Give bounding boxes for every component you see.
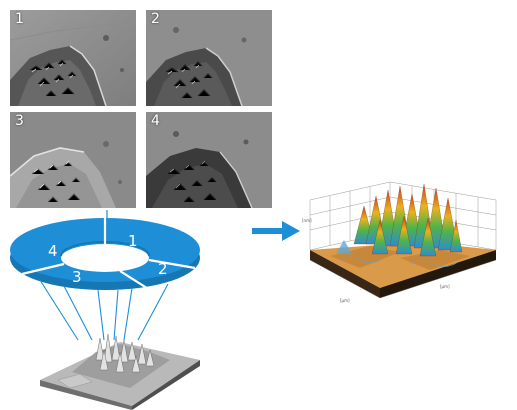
sem-image-3 (10, 112, 136, 208)
sem-image-1 (10, 10, 136, 106)
svg-text:·: · (360, 287, 361, 292)
plot-base-side (380, 250, 496, 298)
ring-segment-2: 2 (158, 260, 168, 278)
sample-surface (40, 333, 200, 410)
plot-axes (309, 259, 497, 299)
detector-diagram: 1 2 3 4 (10, 210, 200, 410)
projection-lines (39, 279, 169, 341)
x-axis-label: [µm] (340, 298, 350, 303)
plot-peaks (353, 183, 463, 257)
ring-hole (61, 244, 149, 272)
svg-text:·: · (460, 269, 461, 274)
svg-text:·: · (400, 289, 401, 294)
ring-segment-3: 3 (72, 268, 82, 286)
ring-separators (21, 218, 196, 291)
sem-panel-1: 1 (10, 10, 136, 106)
axis-ticks: · · · · · · (320, 266, 461, 294)
plot-base-front (310, 250, 380, 298)
sem-image-4 (146, 112, 272, 208)
panel-number-2: 2 (151, 11, 160, 27)
sem-panel-4: 4 (146, 112, 272, 208)
sem-image-2 (146, 10, 272, 106)
topography-3d-plot: · · · · · · [nm] [µm] [µm] (302, 181, 497, 303)
panel-number-4: 4 (151, 113, 160, 129)
panel-number-1: 1 (15, 11, 24, 27)
sem-panel-3: 3 (10, 112, 136, 208)
svg-text:·: · (430, 279, 431, 284)
svg-text:·: · (320, 266, 321, 271)
y-axis-label: [µm] (440, 284, 450, 289)
z-axis-label: [nm] (302, 218, 312, 223)
ring-segment-1: 1 (128, 232, 138, 250)
sem-panel-2: 2 (146, 10, 272, 106)
svg-text:·: · (340, 276, 341, 281)
ring-segment-4: 4 (48, 242, 58, 260)
right-arrow-icon (252, 221, 300, 241)
panel-number-3: 3 (15, 113, 24, 129)
